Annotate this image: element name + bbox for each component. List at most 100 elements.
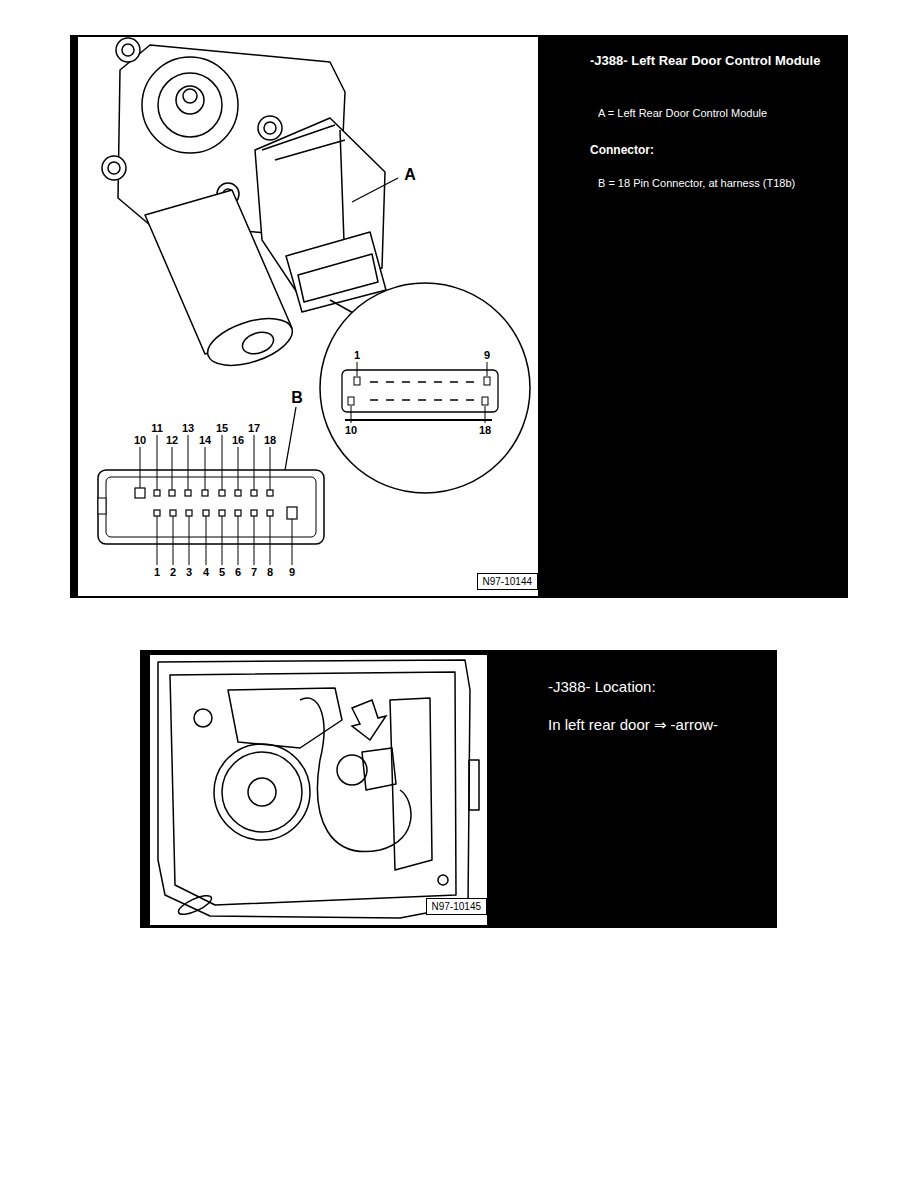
pin [484,377,490,385]
motor-end [202,309,298,374]
figure-number: N97-10144 [483,576,532,587]
connector-housing [106,477,316,537]
figure-ground [78,37,538,596]
speaker [214,744,310,840]
pin-number: 3 [186,567,192,578]
pin-number: 10 [134,435,146,446]
pin [348,397,354,405]
panel-text: A = Left Rear Door Control Module [598,107,838,121]
gear-dome [142,57,238,153]
pin-number: 17 [248,423,260,434]
leader-line [351,362,487,423]
text-panel: -J388- Location: In left rear door ⇒ -arr… [140,650,777,928]
pin-number: 1 [154,567,160,578]
pin [267,510,273,516]
drive-shaft [183,89,197,103]
pin-number: 1 [354,350,360,361]
leader-line [352,178,398,202]
connector-face [342,370,498,412]
door-hole [176,892,214,918]
pin [185,490,191,496]
door-inner [170,672,456,905]
module-connector [298,254,378,302]
pin-number: 11 [151,423,163,434]
zoom-circle [320,283,530,493]
figure-number-box: N97-10144 [477,573,538,590]
pin [219,510,225,516]
pin-number: 9 [289,567,295,578]
pin [287,507,297,519]
pin [154,490,160,496]
mounting-lug [108,162,120,174]
motor-end [240,329,277,358]
callout-letter: B [291,390,303,406]
control-module [362,748,396,790]
location-arrow [352,700,386,740]
pin-number: 2 [170,567,176,578]
panel-ground [140,650,777,928]
wiring-harness [300,698,411,851]
panel-text: Connector: [590,143,830,158]
pin-number: 18 [479,425,491,436]
pin-number: 6 [235,567,241,578]
door-outline [158,660,470,918]
pin-number: 10 [345,425,357,436]
pin-number: 5 [219,567,225,578]
pin [135,488,145,498]
door-panel [158,660,479,918]
panel-text: B = 18 Pin Connector, at harness (T18b) [598,177,844,191]
panel-text: In left rear door ⇒ -arrow- [548,716,770,735]
pin [251,510,257,516]
mounting-lug [122,44,134,56]
pin-number: 15 [216,423,228,434]
connector-latch [98,498,106,514]
door-hole [438,875,448,885]
drive-shaft [176,86,204,114]
pin-number: 18 [264,435,276,446]
pin-number: 9 [484,350,490,361]
figure-ground [150,655,487,925]
door-hinge [469,760,479,810]
pin [154,510,160,516]
leader-line [285,407,296,470]
pin-row [370,382,474,400]
gear-dome [158,73,222,137]
pin-number: 7 [251,567,257,578]
mounting-lug [258,116,282,140]
mounting-lug [102,156,126,180]
pin [169,490,175,496]
pin [235,510,241,516]
pin [219,490,225,496]
pin [235,490,241,496]
bracket-line [345,419,492,421]
mounting-lug [264,122,276,134]
heading: -J388- Left Rear Door Control Module [590,53,844,69]
pin [354,377,360,385]
heading: -J388- Location: [548,678,770,697]
pin [203,510,209,516]
leader-line [140,435,292,565]
pin-number: 14 [199,435,211,446]
pin-number: 12 [166,435,178,446]
speaker [248,778,276,806]
callout-letter: A [404,167,416,183]
figure-number-box: N97-10145 [426,898,487,915]
pin-cavities [135,488,297,519]
door-cutout [228,688,342,748]
pin-number: 16 [232,435,244,446]
connector-housing [98,470,324,544]
pin [202,490,208,496]
mounting-lug [116,38,140,62]
pin [251,490,257,496]
speaker [222,752,302,832]
pin [482,397,488,405]
door-hole [194,709,212,727]
pin [267,490,273,496]
figure-number: N97-10145 [432,901,481,912]
pin [170,510,176,516]
pin-number: 8 [267,567,273,578]
text-panel: -J388- Left Rear Door Control Module A = … [70,35,848,598]
pin-number: 4 [203,567,209,578]
